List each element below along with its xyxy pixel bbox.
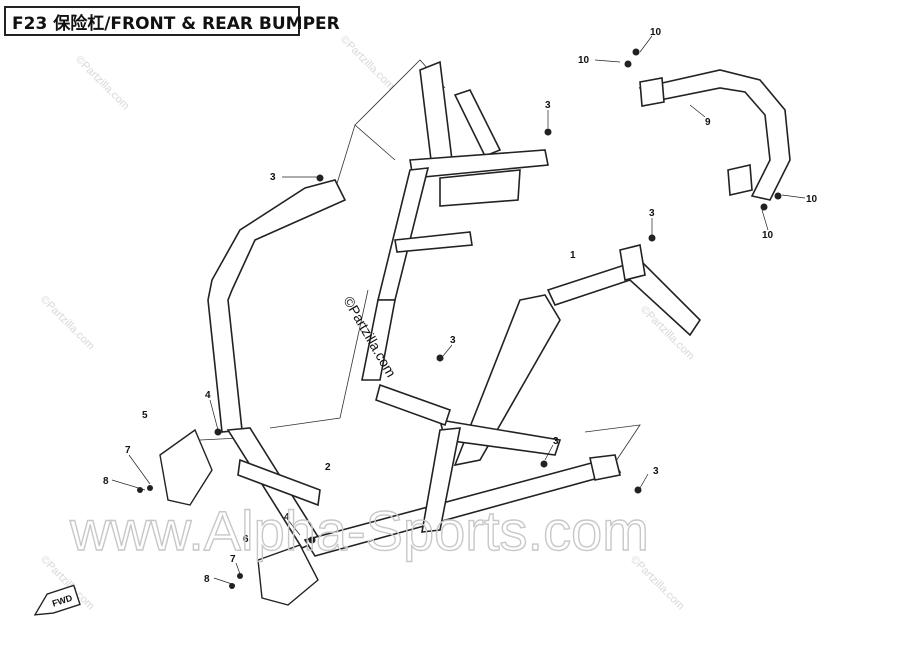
callout-3: 3 [450,335,456,346]
callout-10: 10 [806,194,818,205]
callout-3: 3 [270,172,276,183]
fastener-leaders [111,35,806,586]
brackets [159,428,319,606]
front-bumper-frame [207,179,622,557]
callout-10: 10 [578,55,590,66]
fastener-dots [137,48,782,589]
diagram-title: F23 保险杠/FRONT & REAR BUMPER [4,6,340,36]
callout-3: 3 [545,100,551,111]
watermark-small: ©Partzilla.com [338,34,397,93]
callout-1: 1 [570,250,576,261]
fwd-arrow: FWD [33,584,81,616]
bracket-5 [159,428,213,506]
callout-6: 6 [243,534,249,545]
callout-10: 10 [650,27,662,38]
top-right-bumper [638,69,791,201]
callout-3: 3 [553,436,559,447]
watermark-small: ©Partzilla.com [628,554,687,613]
callout-7: 7 [125,445,131,456]
watermark-main: www.Alpha-Sports.com [69,499,649,562]
callout-9: 9 [705,117,711,128]
callout-4: 4 [284,512,290,523]
bracket-6 [257,544,319,606]
rear-bumper-frame [361,60,702,467]
callout-8: 8 [103,476,109,487]
callout-5: 5 [142,410,148,421]
callout-3: 3 [653,466,659,477]
callout-7: 7 [230,554,236,565]
callout-2: 2 [325,462,331,473]
callout-labels: 1 2 3 3 3 3 3 3 4 4 5 6 7 7 8 8 9 10 10 … [103,27,818,585]
callout-8: 8 [204,574,210,585]
callout-3: 3 [649,208,655,219]
watermark-small: ©Partzilla.com [38,294,97,353]
callout-4: 4 [205,390,211,401]
callout-10: 10 [762,230,774,241]
watermark-small: ©Partzilla.com [73,54,132,113]
